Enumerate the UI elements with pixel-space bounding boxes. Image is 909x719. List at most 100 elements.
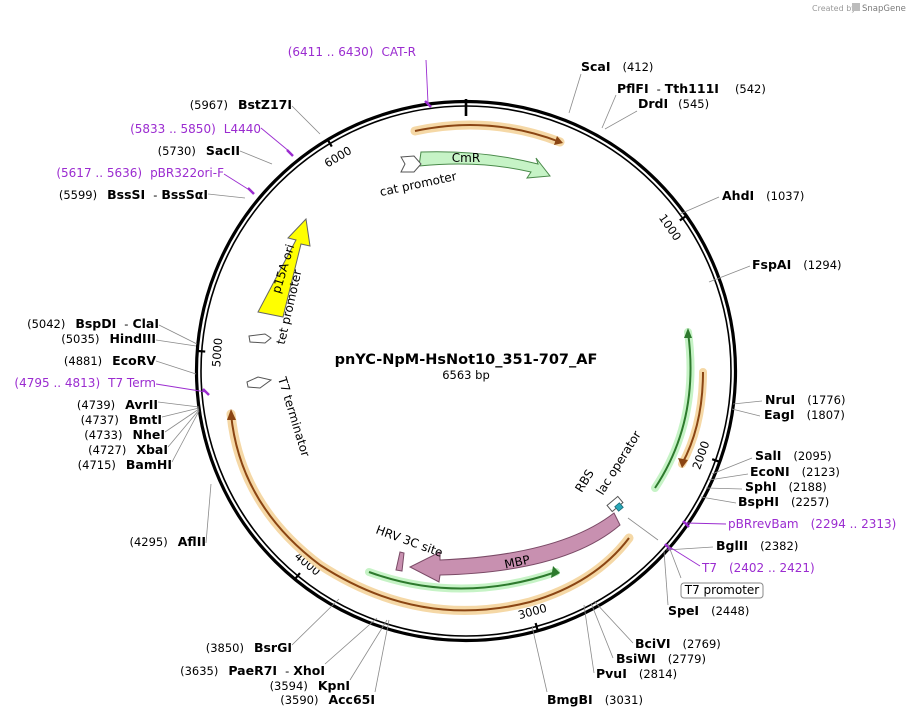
- enzyme-leader-line: [663, 550, 669, 606]
- enzyme-label[interactable]: (5599)BssSI-BssSαI: [59, 187, 208, 202]
- enzyme-label[interactable]: (4715)BamHI: [78, 457, 172, 472]
- enzyme-leader-line: [708, 265, 751, 283]
- primer-leader-line: [155, 383, 207, 393]
- orf-green-right-line: [654, 331, 692, 489]
- primer-label[interactable]: T7(2402 .. 2421): [701, 561, 815, 575]
- tick-mark: [711, 458, 722, 464]
- enzyme-leader-line: [207, 193, 246, 199]
- primer-leader-line: [260, 127, 291, 153]
- primer-leader-line: [223, 173, 252, 192]
- rbs-feature[interactable]: [614, 502, 624, 512]
- enzyme-label[interactable]: BspHI(2257): [738, 494, 829, 509]
- enzyme-label[interactable]: PflFI-Tth111I(542): [617, 81, 766, 96]
- primer-site-mark: [424, 100, 432, 108]
- enzyme-leader-line: [583, 604, 595, 674]
- primer-site-mark: [682, 520, 690, 528]
- enzyme-label[interactable]: AhdI(1037): [722, 188, 804, 203]
- hrv-3c-site-feature[interactable]: [395, 551, 405, 572]
- enzyme-label[interactable]: ScaI(412): [581, 59, 653, 74]
- primer-leader-line: [425, 59, 429, 104]
- primer-leader-line: [667, 545, 701, 567]
- enzyme-label[interactable]: FspAI(1294): [752, 257, 842, 272]
- enzyme-leader-line: [708, 473, 749, 481]
- enzyme-leader-line: [291, 105, 321, 135]
- tick-label: 5000: [209, 337, 225, 367]
- t7-promoter-leader-2: [627, 517, 659, 541]
- t7-terminator-feature[interactable]: [246, 376, 273, 389]
- enzyme-leader-line: [593, 600, 634, 644]
- primer-site-mark: [202, 388, 210, 396]
- primer-label[interactable]: pBRrevBam(2294 .. 2313): [728, 517, 896, 531]
- primer-label[interactable]: (6411 .. 6430)CAT-R: [288, 45, 416, 59]
- enzyme-label[interactable]: (5730)SacII: [158, 143, 240, 158]
- credit-text: Created by: [812, 4, 856, 13]
- hrv-3c-site-label: HRV 3C site: [374, 523, 445, 560]
- primer-labels: (6411 .. 6430)CAT-R (5833 .. 5850)L4440 …: [14, 45, 896, 575]
- enzyme-label[interactable]: (3594)KpnI: [270, 678, 350, 693]
- enzyme-leader-line: [732, 400, 763, 405]
- enzyme-label[interactable]: (4295)AflII: [130, 534, 207, 549]
- orf-bottom-arrow-icon: [227, 409, 236, 420]
- enzyme-leader-line: [167, 409, 200, 448]
- primer-site-mark: [247, 187, 255, 195]
- enzyme-label[interactable]: (4881)EcoRV: [64, 353, 156, 368]
- enzyme-label[interactable]: (3590)Acc65I: [280, 692, 375, 707]
- snapgene-logo-icon: [852, 3, 860, 11]
- enzyme-label[interactable]: EagI(1807): [764, 407, 845, 422]
- enzyme-leader-line: [171, 410, 200, 463]
- enzyme-leader-line: [155, 339, 197, 347]
- enzyme-labels: ScaI(412) PflFI-Tth111I(542) DrdI(545) A…: [547, 59, 845, 707]
- mbp-feature[interactable]: [408, 512, 621, 583]
- enzyme-label[interactable]: (4727)XbaI: [88, 442, 168, 457]
- enzyme-label[interactable]: EcoNI(2123): [750, 464, 840, 479]
- enzyme-label[interactable]: (3635)PaeR7I-XhoI: [180, 663, 325, 678]
- cmr-feature[interactable]: [418, 151, 551, 179]
- tick-mark: [196, 349, 206, 353]
- enzyme-label[interactable]: PvuI(2814): [596, 666, 677, 681]
- enzyme-leader-line: [679, 196, 720, 215]
- orf-top-arrow-icon: [554, 136, 563, 145]
- enzyme-label[interactable]: NruI(1776): [765, 392, 845, 407]
- enzyme-label[interactable]: (5035)HindIII: [61, 331, 156, 346]
- enzyme-leader-line: [349, 619, 388, 681]
- enzyme-leader-line: [291, 598, 340, 646]
- orf-green-right-arrow-icon: [684, 328, 692, 338]
- tick-mark: [679, 214, 688, 222]
- enzyme-label[interactable]: (3850)BsrGI: [206, 640, 292, 655]
- tet-promoter-feature[interactable]: [248, 333, 272, 344]
- primer-label[interactable]: (4795 .. 4813)T7 Term: [14, 376, 156, 390]
- enzyme-label[interactable]: BglII(2382): [716, 538, 798, 553]
- enzyme-label[interactable]: SphI(2188): [745, 479, 827, 494]
- enzyme-label[interactable]: BmgBI(3031): [547, 692, 643, 707]
- tick-mark: [534, 622, 540, 633]
- enzyme-label[interactable]: (5967)BstZ17I: [190, 97, 292, 112]
- t7-promoter-box: [680, 582, 764, 599]
- orf-top-line: [414, 124, 561, 143]
- mbp-label: MBP: [503, 553, 531, 572]
- enzyme-label[interactable]: SpeI(2448): [668, 603, 749, 618]
- enzyme-label[interactable]: (5042)BspDI-ClaI: [27, 316, 159, 331]
- orf-orange-right-line: [681, 371, 704, 465]
- enzyme-label[interactable]: DrdI(545): [638, 96, 709, 111]
- tick-label: 1000: [656, 211, 684, 243]
- enzyme-label[interactable]: BsiWI(2779): [616, 651, 706, 666]
- enzyme-label[interactable]: (4737)BmtI: [81, 412, 162, 427]
- cat-promoter-feature[interactable]: [400, 155, 422, 173]
- p15a-ori-feature[interactable]: [257, 217, 311, 318]
- enzyme-label[interactable]: BciVI(2769): [635, 636, 721, 651]
- primer-label[interactable]: (5617 .. 5636)pBR322ori-F: [56, 166, 224, 180]
- enzyme-leader-line: [324, 617, 378, 665]
- enzyme-label[interactable]: (4739)AvrII: [77, 397, 158, 412]
- enzyme-leader-line: [531, 625, 548, 693]
- enzyme-leader-line: [161, 407, 200, 418]
- enzyme-leader-line: [164, 408, 200, 433]
- enzyme-leader-line: [239, 150, 273, 165]
- enzyme-label[interactable]: (4733)NheI: [84, 427, 165, 442]
- enzyme-label[interactable]: SalI(2095): [755, 448, 832, 463]
- tick-mark: [326, 138, 333, 148]
- primer-label[interactable]: (5833 .. 5850)L4440: [130, 122, 261, 136]
- orf-orange-right-arrow-icon: [678, 458, 688, 468]
- orf-green-bottom-line: [368, 571, 557, 590]
